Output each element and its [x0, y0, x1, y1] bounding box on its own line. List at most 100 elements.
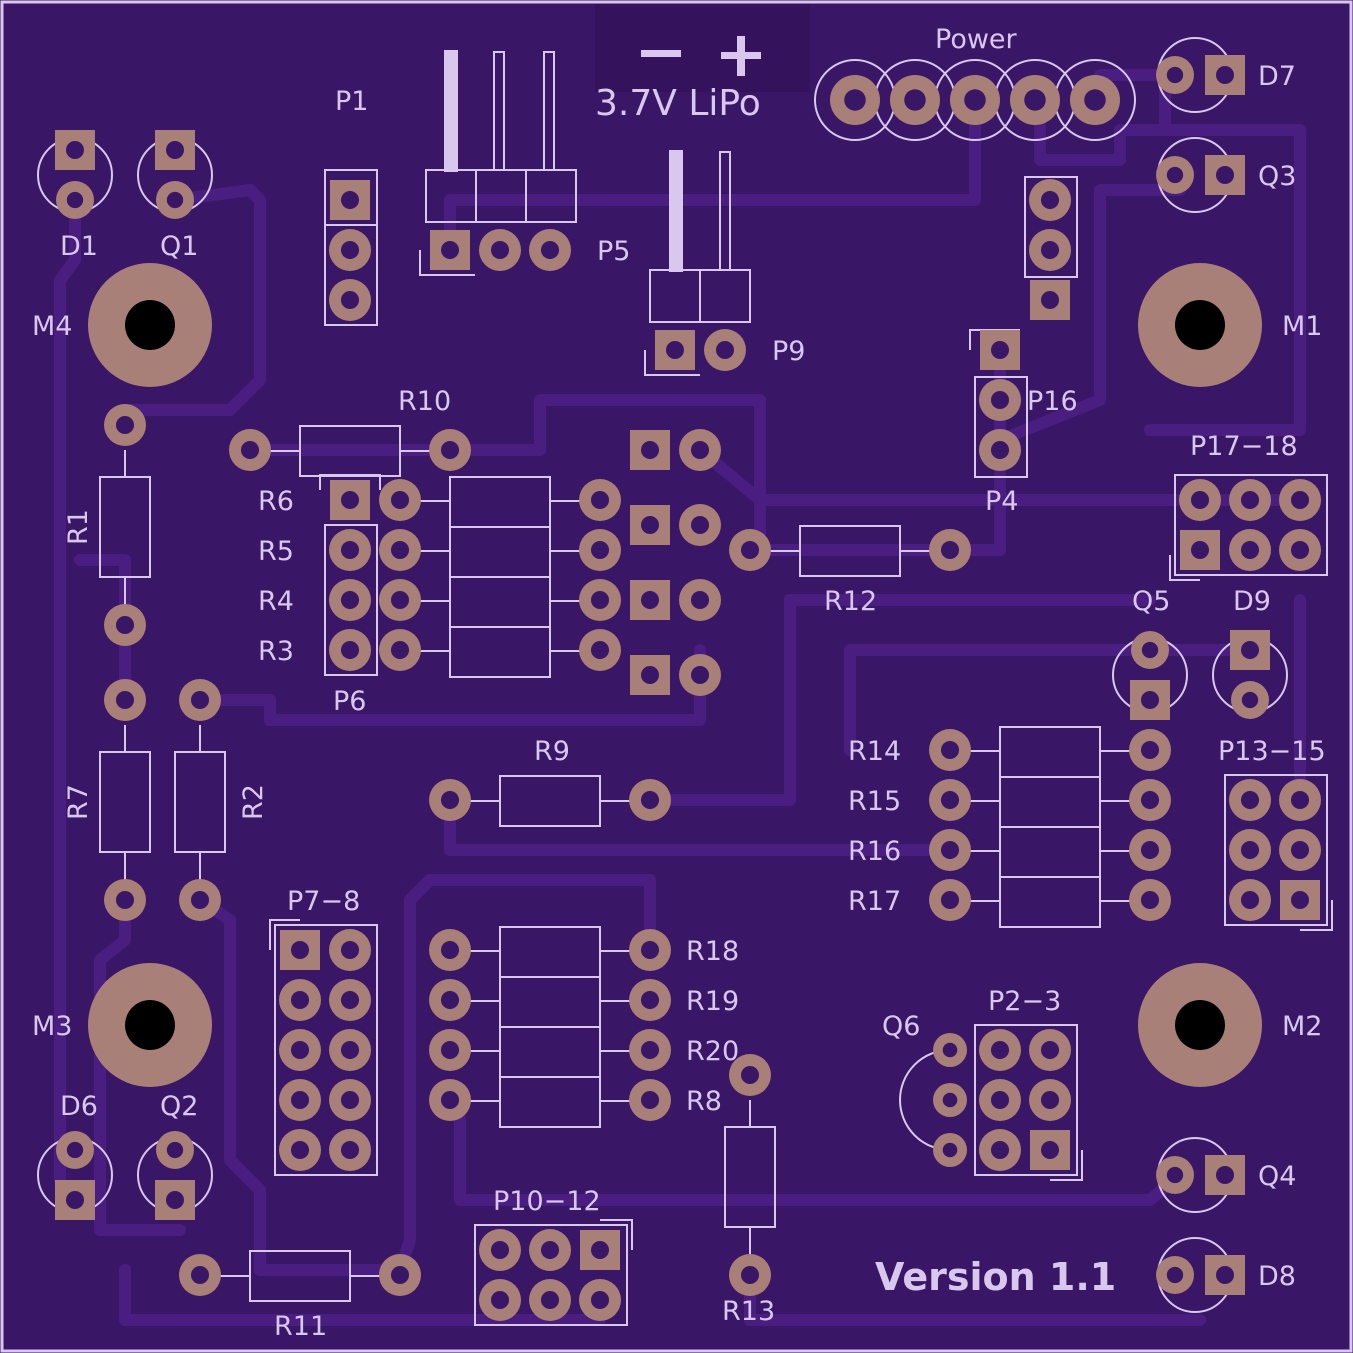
- pad-drill: [1216, 1166, 1234, 1184]
- pad-drill: [590, 490, 610, 510]
- pad-drill: [340, 590, 360, 610]
- label-p9: P9: [772, 336, 805, 367]
- pad-drill: [1240, 840, 1260, 860]
- pad-drill: [66, 1191, 84, 1209]
- pad-drill: [340, 640, 360, 660]
- pad-drill: [1040, 1090, 1060, 1110]
- pad-drill: [942, 1142, 958, 1158]
- power-label: Power: [935, 24, 1018, 55]
- p9-pin-stub: [669, 150, 683, 272]
- label-p7-8: P7−8: [287, 886, 360, 917]
- pad-drill: [940, 790, 960, 810]
- pad-drill: [964, 89, 986, 111]
- label-p2-3: P2−3: [988, 986, 1061, 1017]
- pad-drill: [740, 540, 760, 560]
- pad-drill: [590, 540, 610, 560]
- pad-drill: [340, 1140, 360, 1160]
- pad-drill: [540, 1290, 560, 1310]
- pad-drill: [690, 440, 710, 460]
- pad-drill: [640, 1040, 660, 1060]
- label-m4: M4: [32, 311, 72, 342]
- pad-drill: [240, 440, 260, 460]
- pad-drill: [940, 890, 960, 910]
- pad-drill: [166, 191, 184, 209]
- pad-drill: [1141, 641, 1159, 659]
- mounting-holes: [88, 263, 1262, 1087]
- label-d6: D6: [60, 1091, 98, 1122]
- pad-drill: [166, 1141, 184, 1159]
- label-q6: Q6: [882, 1011, 920, 1042]
- label-p6: P6: [333, 686, 366, 717]
- pad-drill: [591, 1241, 609, 1259]
- pad-drill: [1240, 890, 1260, 910]
- label-d8: D8: [1258, 1261, 1296, 1292]
- pad-drill: [1141, 691, 1159, 709]
- pad-drill: [166, 1191, 184, 1209]
- label-p17-18: P17−18: [1190, 431, 1298, 462]
- pad-drill: [590, 590, 610, 610]
- label-q5: Q5: [1132, 586, 1170, 617]
- pad-drill: [115, 615, 135, 635]
- pad-drill: [690, 665, 710, 685]
- pad-drill: [1140, 790, 1160, 810]
- pad-drill: [66, 1141, 84, 1159]
- pad-drill: [942, 1092, 958, 1108]
- label-r1: R1: [63, 509, 94, 545]
- pad-drill: [340, 1040, 360, 1060]
- pad-drill: [640, 1090, 660, 1110]
- label-p1: P1: [335, 86, 368, 117]
- pad-drill: [990, 1090, 1010, 1110]
- pad-drill: [1290, 790, 1310, 810]
- label-m1: M1: [1282, 311, 1322, 342]
- pad-drill: [640, 940, 660, 960]
- pad-drill: [490, 1240, 510, 1260]
- pad-drill: [1240, 790, 1260, 810]
- pad-drill: [290, 1040, 310, 1060]
- pad-drill: [640, 790, 660, 810]
- label-r4: R4: [258, 586, 294, 617]
- label-r15: R15: [848, 786, 901, 817]
- pad-drill: [440, 1090, 460, 1110]
- pad-drill: [1290, 540, 1310, 560]
- pad-drill: [740, 1065, 760, 1085]
- pad-drill: [1190, 490, 1210, 510]
- plus-symbol-v: [737, 36, 745, 76]
- pad-drill: [844, 89, 866, 111]
- pad-drill: [290, 990, 310, 1010]
- pad-drill: [190, 690, 210, 710]
- pad-drill: [115, 690, 135, 710]
- label-p5: P5: [597, 236, 630, 267]
- pad-drill: [1166, 1266, 1184, 1284]
- pad-drill: [991, 341, 1009, 359]
- pad-drill: [690, 515, 710, 535]
- minus-symbol: [641, 50, 681, 57]
- label-r12: R12: [824, 586, 877, 617]
- pad-drill: [540, 240, 560, 260]
- label-q4: Q4: [1258, 1161, 1296, 1192]
- label-p10-12: P10−12: [493, 1186, 601, 1217]
- pad-drill: [115, 415, 135, 435]
- label-r6: R6: [258, 486, 294, 517]
- pad-drill: [390, 590, 410, 610]
- label-q1: Q1: [160, 231, 198, 262]
- label-r18: R18: [686, 936, 739, 967]
- pad-drill: [390, 1265, 410, 1285]
- pad-drill: [440, 440, 460, 460]
- label-r14: R14: [848, 736, 901, 767]
- pad-drill: [341, 191, 359, 209]
- pad-drill: [690, 590, 710, 610]
- pad-drill: [1241, 641, 1259, 659]
- version-label: Version 1.1: [875, 1255, 1116, 1299]
- pad-drill: [1140, 740, 1160, 760]
- label-m2: M2: [1282, 1011, 1322, 1042]
- pad-drill: [340, 240, 360, 260]
- pad-drill: [942, 1042, 958, 1058]
- pad-drill: [1216, 66, 1234, 84]
- pad-drill: [1240, 490, 1260, 510]
- label-r10: R10: [398, 386, 451, 417]
- pad-drill: [291, 941, 309, 959]
- pad-drill: [940, 740, 960, 760]
- pad-drill: [290, 1090, 310, 1110]
- label-d9: D9: [1233, 586, 1271, 617]
